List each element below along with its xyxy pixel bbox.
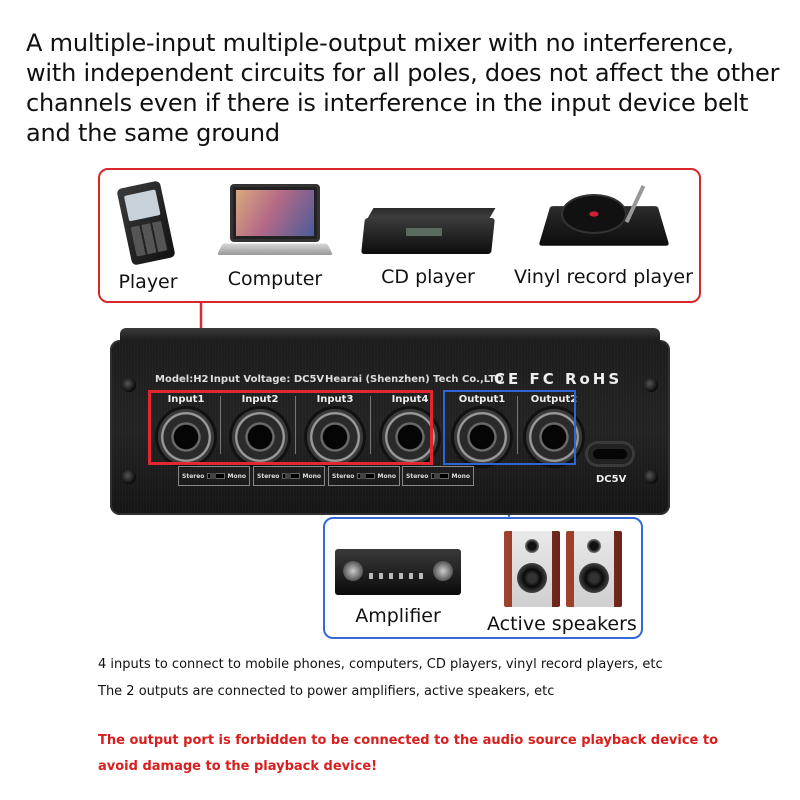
- input-voltage-label: Input Voltage: DC5V: [210, 374, 325, 385]
- input-jack-1[interactable]: Input1: [154, 394, 218, 465]
- device-label: Computer: [227, 268, 323, 290]
- output-jack-2[interactable]: Output2: [522, 394, 586, 465]
- device-label: Vinyl record player: [514, 266, 693, 288]
- input-jack-2[interactable]: Input2: [228, 394, 292, 465]
- output-jack-1[interactable]: Output1: [450, 394, 514, 465]
- usb-c-power-port[interactable]: [588, 444, 632, 464]
- headline: A multiple-input multiple-output mixer w…: [26, 29, 780, 147]
- warning-text: The output port is forbidden to be conne…: [98, 733, 719, 774]
- stereo-mono-switch-4[interactable]: Stereo Mono: [402, 466, 474, 486]
- jack-label: Input1: [167, 394, 205, 405]
- jack-socket[interactable]: [158, 409, 214, 465]
- device-active-speakers: Active speakers: [487, 527, 637, 635]
- mixer-front-panel: Model:H2 Input Voltage: DC5V Hearai (She…: [110, 328, 670, 515]
- device-label: Active speakers: [487, 613, 637, 635]
- divider: [370, 396, 371, 454]
- switch-slider[interactable]: [430, 473, 449, 479]
- jack-socket[interactable]: [307, 409, 363, 465]
- switch-label-stereo: Stereo: [257, 472, 280, 480]
- cd-player-icon: [358, 200, 498, 260]
- portable-player-icon: [116, 180, 178, 266]
- switch-label-stereo: Stereo: [406, 472, 429, 480]
- divider: [220, 396, 221, 454]
- jack-label: Input4: [391, 394, 429, 405]
- amplifier-icon: [333, 539, 463, 599]
- switch-label-stereo: Stereo: [332, 472, 355, 480]
- screw-icon: [644, 470, 658, 484]
- laptop-icon: [217, 182, 333, 262]
- jack-socket[interactable]: [526, 409, 582, 465]
- switch-label-mono: Mono: [302, 472, 321, 480]
- switch-slider[interactable]: [356, 473, 375, 479]
- certification-marks: CE FC RoHS: [494, 370, 623, 388]
- jack-socket[interactable]: [382, 409, 438, 465]
- outputs-highlight: [443, 390, 576, 465]
- device-player: Player: [116, 180, 178, 293]
- jack-label: Output1: [458, 394, 506, 405]
- screw-icon: [122, 378, 136, 392]
- device-label: Amplifier: [355, 605, 441, 627]
- screw-icon: [644, 378, 658, 392]
- manufacturer-label: Hearai (Shenzhen) Tech Co.,LTD: [325, 374, 504, 385]
- jack-socket[interactable]: [454, 409, 510, 465]
- divider: [517, 396, 518, 454]
- jack-socket[interactable]: [232, 409, 288, 465]
- input-jack-3[interactable]: Input3: [303, 394, 367, 465]
- switch-label-mono: Mono: [377, 472, 396, 480]
- output-devices-box: Amplifier Active speakers: [323, 517, 643, 639]
- note-inputs: 4 inputs to connect to mobile phones, co…: [98, 657, 663, 672]
- device-label: Player: [118, 271, 178, 293]
- stereo-mono-switch-2[interactable]: Stereo Mono: [253, 466, 325, 486]
- note-outputs: The 2 outputs are connected to power amp…: [98, 684, 555, 699]
- device-cd-player: CD player: [358, 200, 498, 288]
- dc-label: DC5V: [596, 474, 627, 485]
- divider: [295, 396, 296, 454]
- inputs-highlight: [148, 390, 433, 465]
- device-computer: Computer: [217, 182, 333, 290]
- input-jack-4[interactable]: Input4: [378, 394, 442, 465]
- stereo-mono-switch-3[interactable]: Stereo Mono: [328, 466, 400, 486]
- screw-icon: [122, 470, 136, 484]
- model-label: Model:H2: [155, 374, 209, 385]
- stereo-mono-switch-1[interactable]: Stereo Mono: [178, 466, 250, 486]
- switch-label-mono: Mono: [227, 472, 246, 480]
- switch-slider[interactable]: [281, 473, 300, 479]
- switch-slider[interactable]: [206, 473, 225, 479]
- switch-label-mono: Mono: [451, 472, 470, 480]
- jack-label: Output2: [530, 394, 578, 405]
- input-devices-box: Player Computer CD player Vinyl record p…: [98, 168, 701, 303]
- speakers-icon: [492, 527, 632, 607]
- device-label: CD player: [381, 266, 475, 288]
- turntable-icon: [538, 180, 670, 260]
- switch-label-stereo: Stereo: [182, 472, 205, 480]
- device-amplifier: Amplifier: [333, 539, 463, 627]
- device-vinyl-player: Vinyl record player: [514, 180, 693, 288]
- jack-label: Input2: [241, 394, 279, 405]
- jack-label: Input3: [316, 394, 354, 405]
